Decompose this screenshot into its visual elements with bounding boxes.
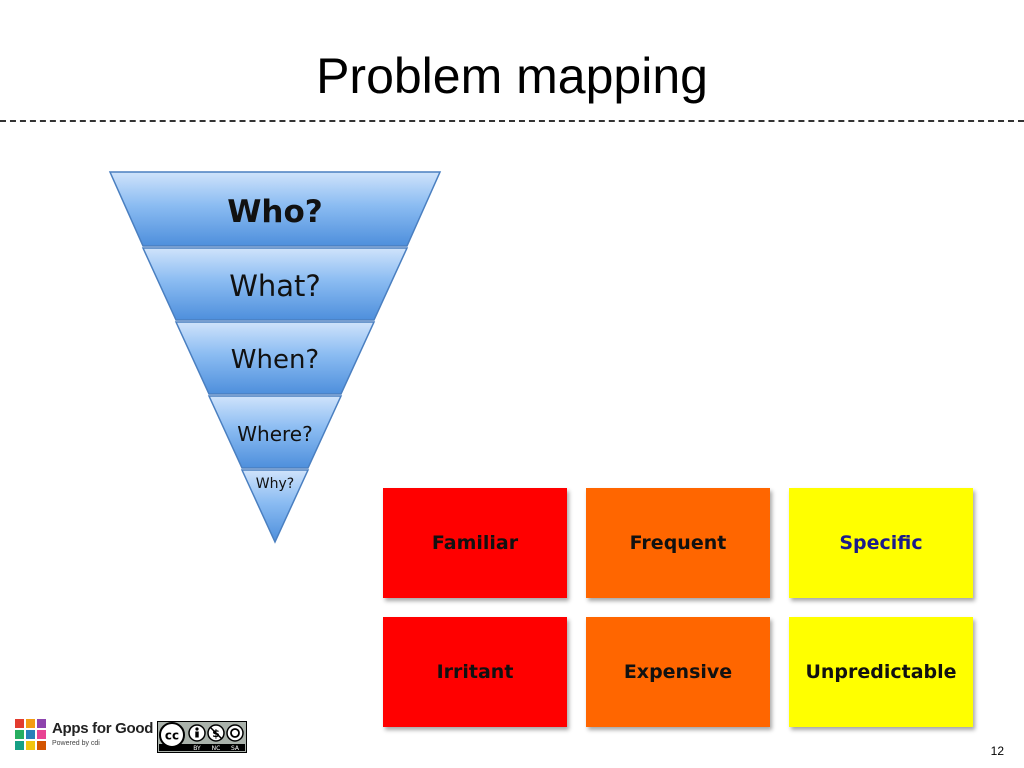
funnel-band-when — [174, 321, 376, 395]
box-label: Frequent — [629, 532, 727, 554]
box-irritant: Irritant — [383, 617, 567, 727]
box-specific: Specific — [789, 488, 973, 598]
funnel-band-why — [240, 469, 310, 544]
funnel-label-where: Where? — [237, 422, 312, 446]
funnel-label-what: What? — [229, 269, 321, 303]
svg-text:cc: cc — [165, 729, 179, 743]
page-number: 12 — [990, 744, 1004, 758]
funnel-label-when: When? — [231, 345, 319, 375]
by-icon — [188, 724, 206, 742]
funnel-band-where — [207, 395, 343, 469]
license-label-nc: NC — [212, 745, 221, 752]
license-label-sa: SA — [231, 745, 240, 752]
apps-for-good-logo-subtext: Powered by cdi — [52, 740, 100, 747]
funnel-band-who — [108, 171, 442, 247]
box-label: Unpredictable — [805, 661, 957, 683]
box-label: Irritant — [436, 661, 514, 683]
box-label: Familiar — [431, 532, 519, 554]
license-label-by: BY — [193, 745, 201, 752]
funnel-band-what — [141, 247, 409, 321]
funnel-label-why: Why? — [256, 476, 294, 492]
box-label: Specific — [839, 532, 923, 554]
question-funnel-diagram: Who? What? When? Where? Why? — [108, 171, 442, 544]
box-expensive: Expensive — [586, 617, 770, 727]
box-frequent: Frequent — [586, 488, 770, 598]
nc-icon: $ — [207, 724, 225, 742]
box-familiar: Familiar — [383, 488, 567, 598]
apps-for-good-logo-text: Apps for Good — [52, 720, 154, 737]
apps-for-good-logo-icon — [15, 719, 46, 750]
box-unpredictable: Unpredictable — [789, 617, 973, 727]
funnel-label-who: Who? — [227, 194, 323, 230]
box-label: Expensive — [623, 661, 733, 683]
cc-icon: cc — [159, 722, 185, 748]
title-divider — [0, 120, 1024, 122]
creative-commons-license-badge: cc $ BY NC SA — [157, 721, 247, 753]
sa-icon — [226, 724, 244, 742]
slide-title: Problem mapping — [316, 48, 708, 104]
